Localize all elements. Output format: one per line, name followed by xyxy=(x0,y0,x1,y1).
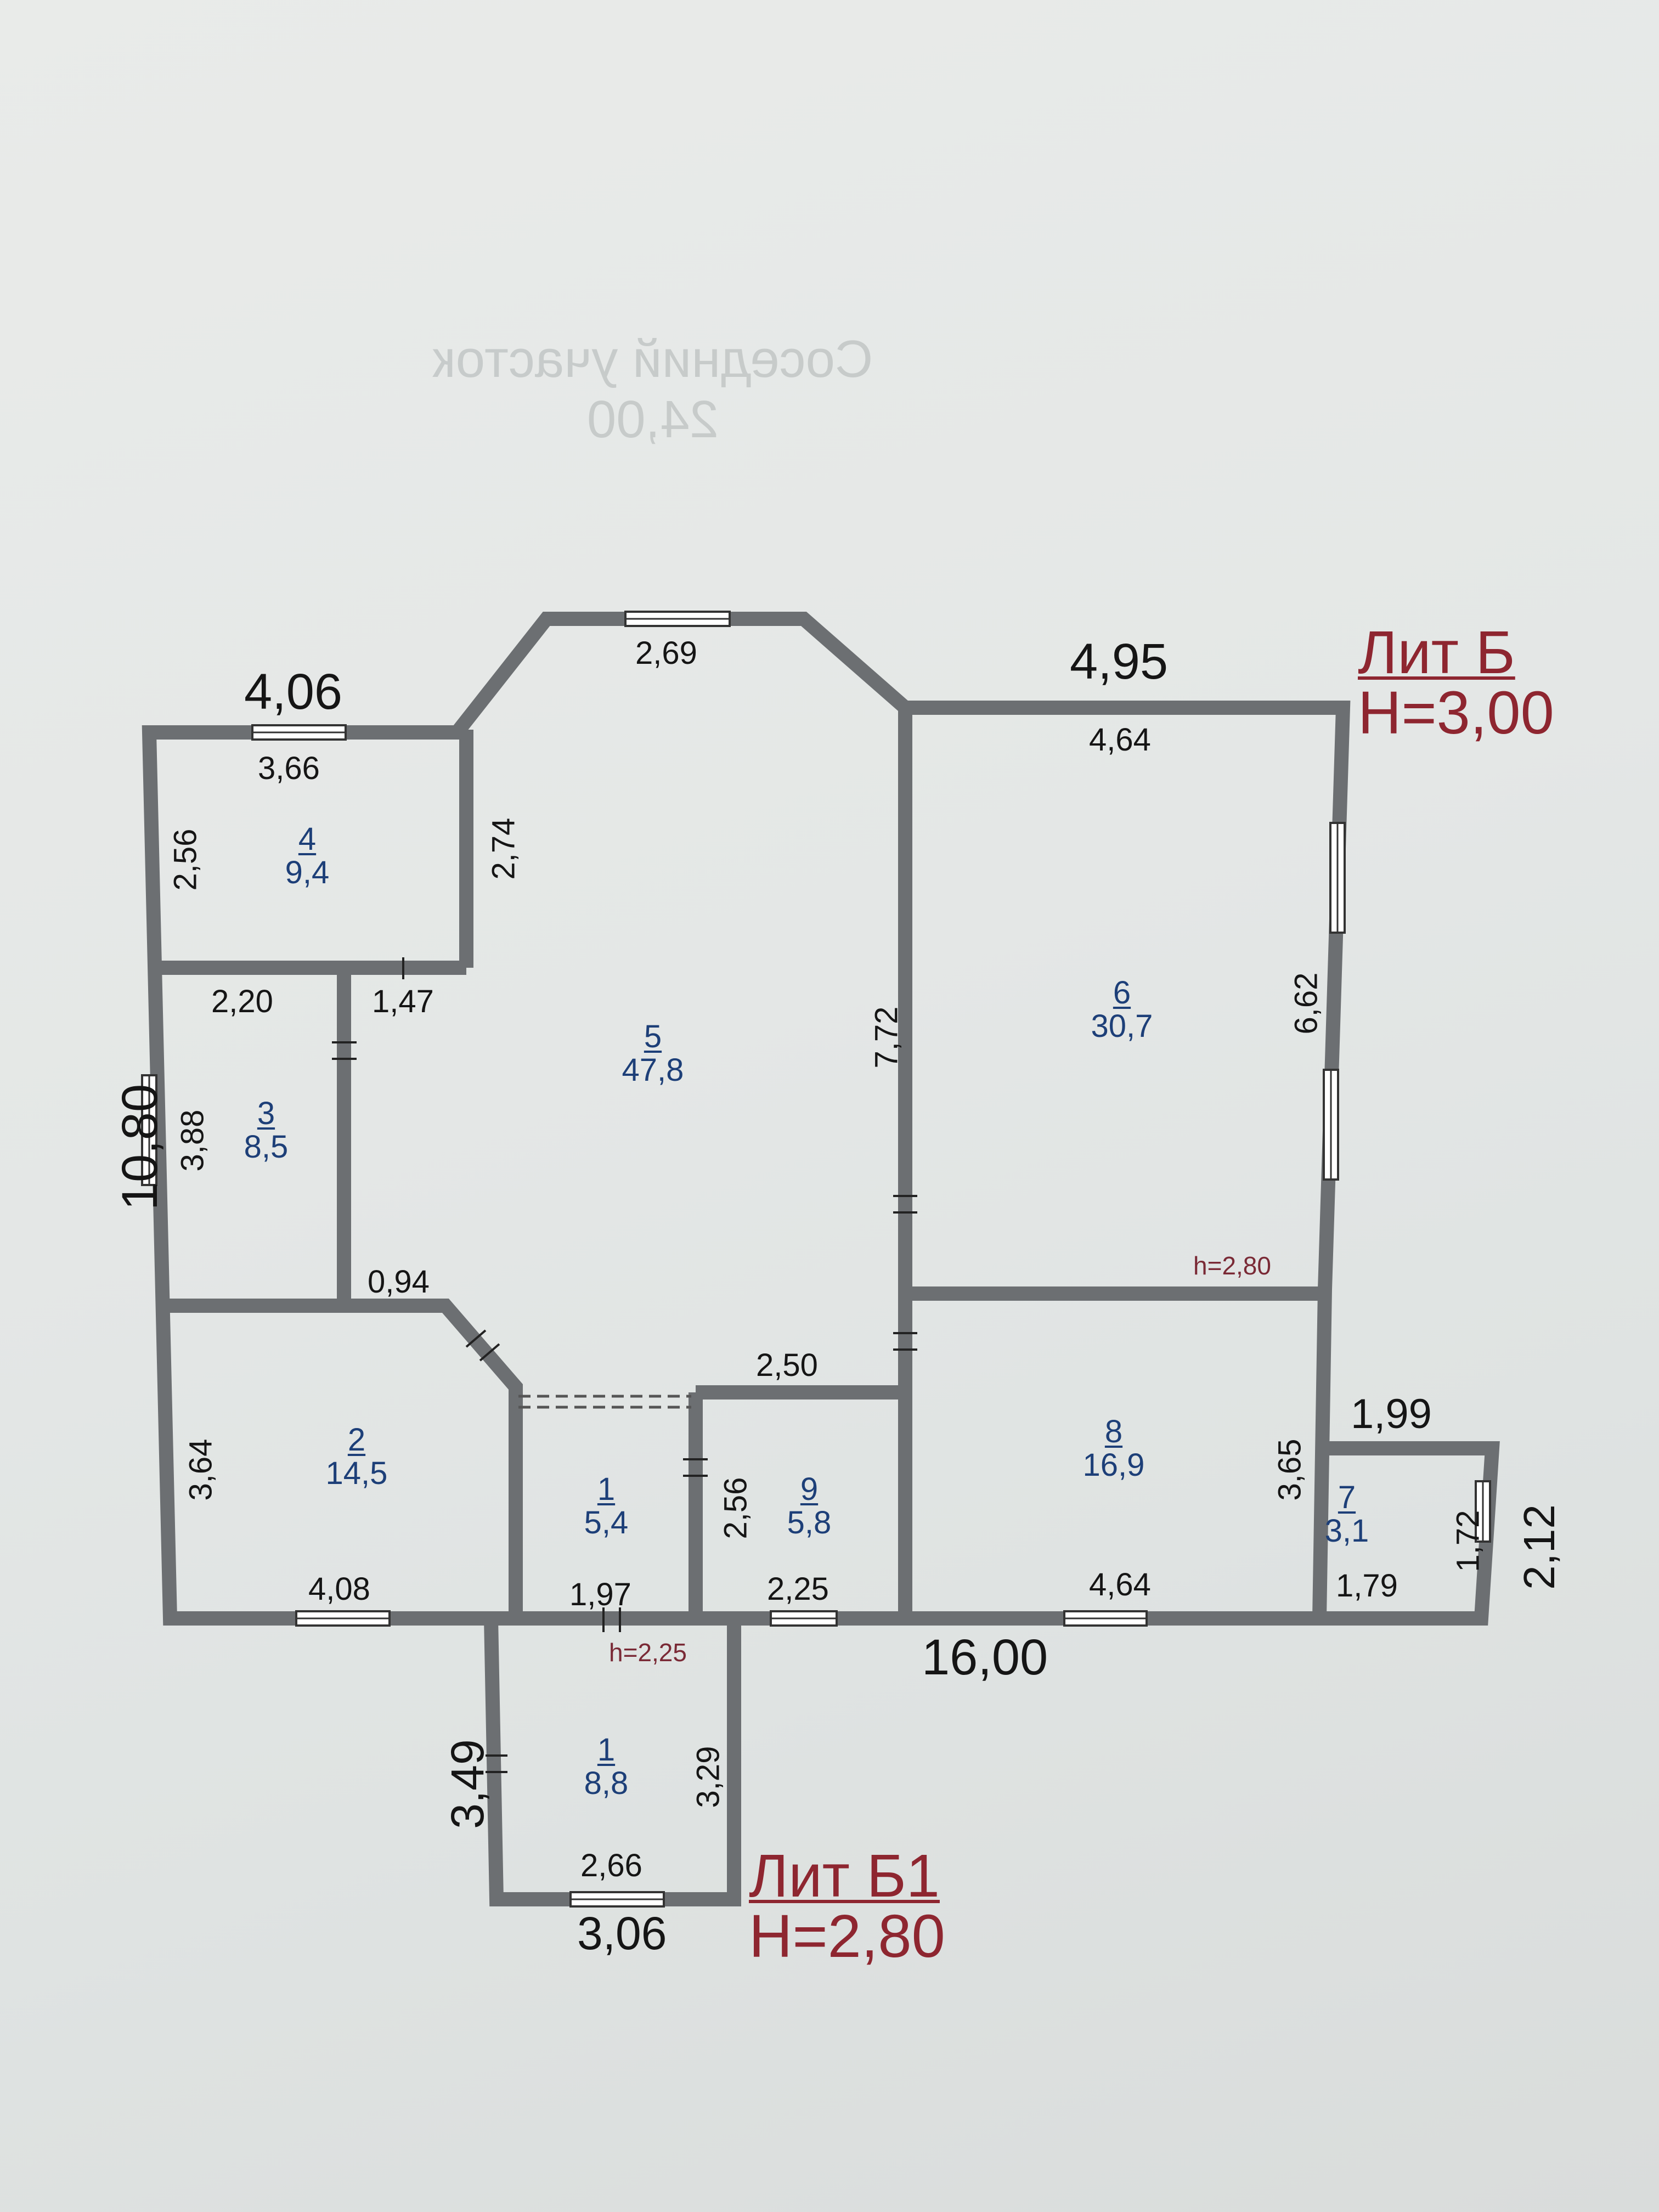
room-number: 9 xyxy=(800,1471,819,1507)
room-area: 8,8 xyxy=(584,1765,629,1801)
window-lines xyxy=(148,618,1484,1900)
room-4: 4 9,4 xyxy=(277,821,337,890)
room-area: 47,8 xyxy=(622,1052,684,1088)
height-room6: h=2,80 xyxy=(1193,1251,1271,1280)
block-label-lit-b1: Лит Б1 H=2,80 xyxy=(749,1846,945,1967)
room-area: 8,5 xyxy=(244,1128,289,1165)
room-1: 1 5,4 xyxy=(576,1471,636,1541)
main-walls xyxy=(142,612,1500,1906)
dim-overall-bottom: 16,00 xyxy=(922,1629,1048,1685)
room-2: 2 14,5 xyxy=(318,1422,395,1491)
block-height: H=3,00 xyxy=(1358,679,1554,747)
dim-overall-top-right: 4,95 xyxy=(1070,634,1169,690)
room-area: 30,7 xyxy=(1091,1008,1153,1044)
dim-room8-bottom: 4,64 xyxy=(1089,1567,1151,1602)
dim-room5-seg: 1,47 xyxy=(372,984,434,1019)
dim-b1-left: 3,49 xyxy=(441,1739,493,1829)
room-3: 3 8,5 xyxy=(236,1097,296,1164)
room-number: 6 xyxy=(1113,975,1131,1011)
room-8: 8 16,9 xyxy=(1075,1415,1152,1482)
dim-room6-top: 4,64 xyxy=(1089,722,1151,758)
room-7: 7 3,1 xyxy=(1317,1481,1377,1548)
room-number: 3 xyxy=(257,1096,275,1131)
height-b1: h=2,25 xyxy=(609,1638,687,1667)
dim-room4-top: 3,66 xyxy=(258,751,320,786)
outer-wall xyxy=(142,612,1351,1626)
dim-room7-bottom: 1,79 xyxy=(1336,1568,1398,1604)
dim-room4-left: 2,56 xyxy=(167,828,204,891)
dim-room7-inner: 1,72 xyxy=(1450,1510,1486,1572)
dim-room1-bottom: 1,97 xyxy=(569,1577,631,1612)
dim-room6-right: 6,62 xyxy=(1288,972,1324,1035)
room-6: 6 30,7 xyxy=(1084,975,1160,1044)
room-area: 14,5 xyxy=(325,1455,388,1491)
room-area: 5,4 xyxy=(584,1504,629,1541)
wall-3-2 xyxy=(160,1299,523,1618)
room-number: 5 xyxy=(644,1019,662,1054)
dim-room5-right: 7,72 xyxy=(868,1006,905,1069)
dim-room2-top: 0,94 xyxy=(368,1264,430,1300)
room-number: 1 xyxy=(597,1732,616,1768)
dim-room8-right: 3,65 xyxy=(1272,1438,1308,1501)
room-1-b1: 1 8,8 xyxy=(576,1732,636,1801)
room-9: 9 5,8 xyxy=(779,1471,839,1541)
room-area: 5,8 xyxy=(787,1504,832,1541)
dim-room3-left: 3,88 xyxy=(174,1109,211,1172)
dim-room3-top: 2,20 xyxy=(211,984,273,1019)
dim-room9-left: 2,56 xyxy=(718,1477,754,1539)
dim-room2-bottom: 4,08 xyxy=(308,1571,370,1607)
block-name: Лит Б1 xyxy=(749,1842,940,1910)
room-number: 2 xyxy=(347,1422,366,1458)
room-number: 4 xyxy=(298,821,317,857)
dim-room7-top: 1,99 xyxy=(1351,1391,1432,1437)
dim-b1-inner-bottom: 2,66 xyxy=(580,1848,642,1883)
dim-room9-top: 2,50 xyxy=(756,1347,818,1383)
block-name: Лит Б xyxy=(1358,619,1515,686)
dim-room7-right: 2,12 xyxy=(1514,1504,1564,1590)
room-number: 1 xyxy=(597,1471,616,1507)
dim-b1-bottom: 3,06 xyxy=(577,1908,667,1959)
room-area: 16,9 xyxy=(1082,1447,1145,1483)
door-ticks xyxy=(332,957,917,1773)
dim-room4-right: 2,74 xyxy=(486,817,522,880)
room-area: 9,4 xyxy=(285,854,330,890)
dim-overall-left: 10,80 xyxy=(112,1084,168,1211)
dim-b1-right: 3,29 xyxy=(690,1746,726,1808)
block-height: H=2,80 xyxy=(749,1903,945,1970)
room-area: 3,1 xyxy=(1324,1513,1369,1549)
dim-room5-top: 2,69 xyxy=(635,635,697,671)
block-label-lit-b: Лит Б H=3,00 xyxy=(1358,623,1554,743)
dim-room9-bottom: 2,25 xyxy=(767,1571,829,1607)
room-5: 5 47,8 xyxy=(614,1020,691,1087)
room-number: 7 xyxy=(1338,1480,1356,1515)
dim-overall-top-left: 4,06 xyxy=(244,664,343,720)
dim-room2-left: 3,64 xyxy=(183,1438,219,1501)
room-number: 8 xyxy=(1104,1414,1123,1449)
